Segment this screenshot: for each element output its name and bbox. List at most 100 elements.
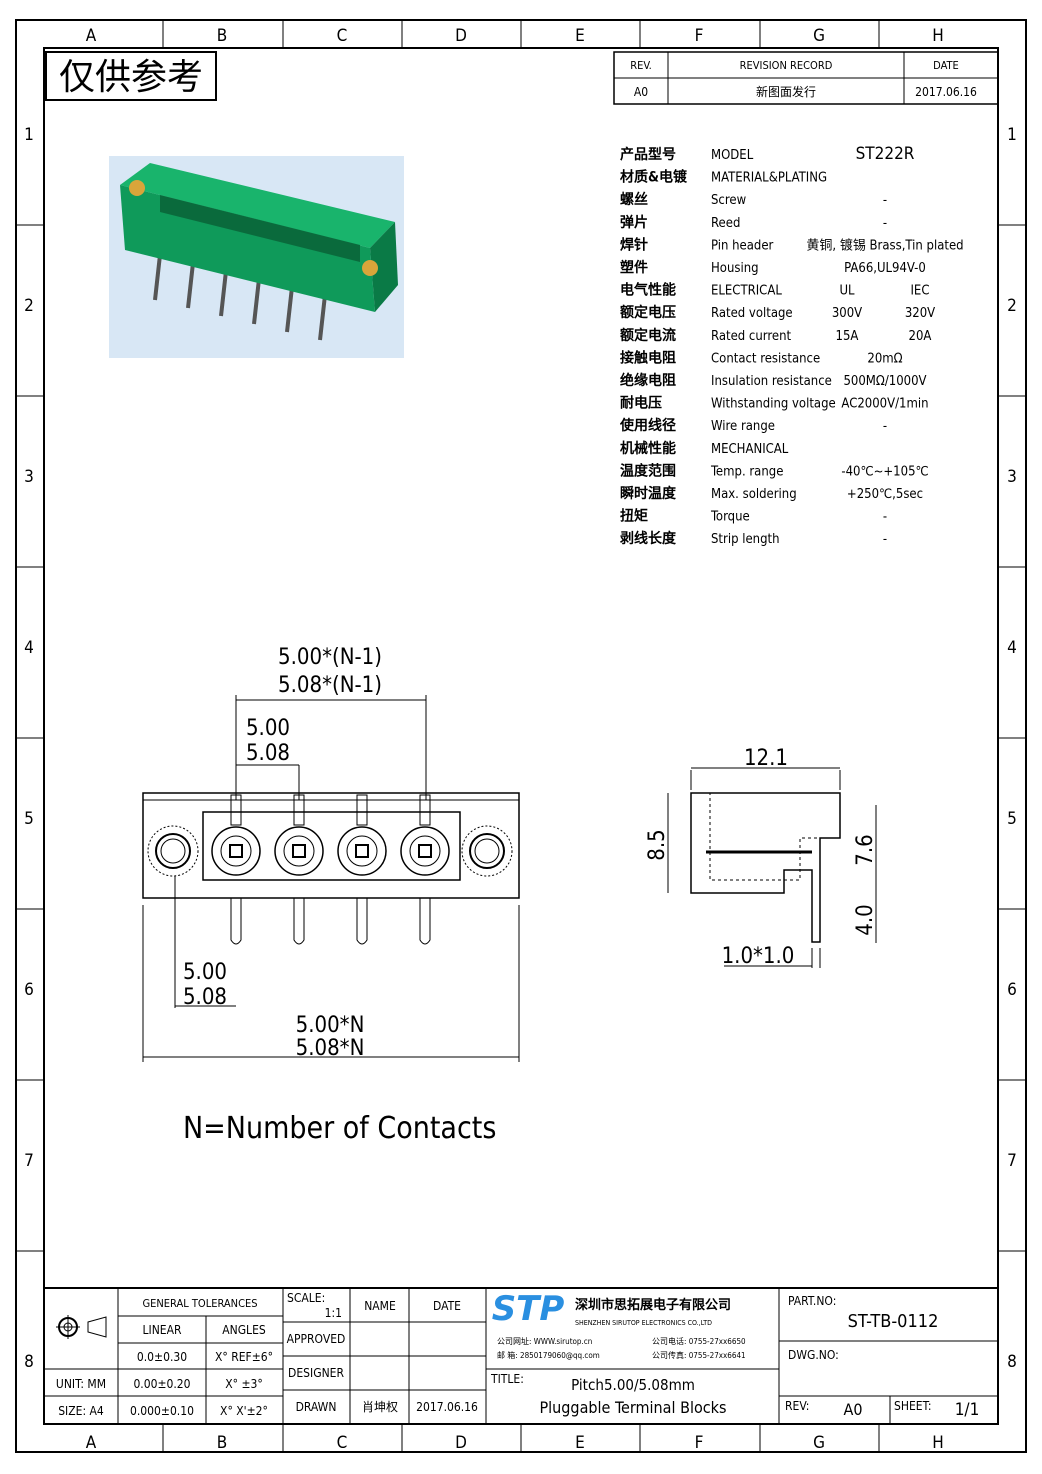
row-marker: 5 xyxy=(1007,809,1017,829)
dim-height: 8.5 xyxy=(645,829,670,860)
spec-value: - xyxy=(883,419,887,434)
spec-label-cn: 塑件 xyxy=(620,259,648,276)
row-marker: 6 xyxy=(24,980,34,1000)
column-marker: F xyxy=(695,1433,704,1453)
spec-value: 15A xyxy=(836,329,859,344)
column-marker: A xyxy=(86,26,97,46)
spec-value: - xyxy=(883,216,887,231)
pin-photo xyxy=(318,294,327,341)
spec-label-cn: 温度范围 xyxy=(620,462,676,479)
spec-label-cn: 额定电流 xyxy=(620,327,676,344)
row-marker: 2 xyxy=(24,296,34,316)
spec-label-cn: 耐电压 xyxy=(620,395,662,412)
spec-label-cn: 剥线长度 xyxy=(620,530,677,547)
dim-offset-508: 5.08 xyxy=(183,985,227,1010)
drawn-label: DRAWN xyxy=(296,1400,337,1414)
spec-label-cn: 机械性能 xyxy=(620,440,676,457)
pin-photo xyxy=(219,270,228,317)
dim-depth: 12.1 xyxy=(744,746,788,771)
date-header: DATE xyxy=(933,59,959,72)
spec-label-cn: 弹片 xyxy=(620,214,648,231)
spec-label-cn: 焊针 xyxy=(620,236,648,253)
row-marker: 8 xyxy=(1007,1352,1017,1372)
sheet-label: SHEET: xyxy=(894,1399,932,1413)
company-name-cn: 深圳市思拓展电子有限公司 xyxy=(575,1297,731,1313)
spec-value: ST222R xyxy=(856,144,915,164)
contact-pin xyxy=(230,898,242,945)
row-marker: 7 xyxy=(24,1151,34,1171)
spec-value-iec: IEC xyxy=(910,284,929,299)
pin-photo xyxy=(285,286,294,333)
drawn-date: 2017.06.16 xyxy=(416,1400,478,1414)
column-marker: C xyxy=(337,26,348,46)
column-marker: B xyxy=(217,1433,228,1453)
spec-value: - xyxy=(883,193,887,208)
column-marker: H xyxy=(932,26,944,46)
row-marker: 4 xyxy=(24,638,34,658)
drawn-name: 肖坤权 xyxy=(362,1399,398,1414)
title-line-2: Pluggable Terminal Blocks xyxy=(539,1398,726,1417)
title-line-1: Pitch5.00/5.08mm xyxy=(571,1376,695,1394)
spec-label-cn: 产品型号 xyxy=(620,146,676,163)
spec-value: PA66,UL94V-0 xyxy=(844,261,926,276)
spec-label-en: Screw xyxy=(711,193,747,208)
column-marker: A xyxy=(86,1433,97,1453)
rev-label: REV: xyxy=(785,1399,809,1413)
record-header: REVISION RECORD xyxy=(740,59,833,72)
spec-value: - xyxy=(883,510,887,525)
sheet-value: 1/1 xyxy=(955,1400,980,1420)
contacts-note: N=Number of Contacts xyxy=(183,1111,496,1146)
linear-tol-3: 0.000±0.10 xyxy=(130,1404,194,1418)
pin-photo xyxy=(252,278,261,325)
contact-screw xyxy=(211,826,261,876)
spec-label-en: Rated voltage xyxy=(711,306,793,321)
contact-pin xyxy=(356,898,368,945)
row-marker: 4 xyxy=(1007,638,1017,658)
spec-label-en: Rated current xyxy=(711,329,791,344)
rev-header: REV. xyxy=(630,59,652,72)
column-marker: H xyxy=(932,1433,944,1453)
contact-pin xyxy=(293,898,305,945)
part-no-label: PART.NO: xyxy=(788,1294,836,1308)
dim-pin-section: 1.0*1.0 xyxy=(722,944,795,969)
spec-label-en: ELECTRICAL xyxy=(711,284,782,299)
spec-label-en: Max. soldering xyxy=(711,487,797,502)
row-marker: 1 xyxy=(1007,125,1017,145)
spec-value: AC2000V/1min xyxy=(841,397,928,412)
linear-label: LINEAR xyxy=(143,1323,182,1337)
dim-offset-500: 5.00 xyxy=(183,960,227,985)
row-marker: 2 xyxy=(1007,296,1017,316)
column-marker: F xyxy=(695,26,704,46)
company-fax: 公司传真: 0755-27xx6641 xyxy=(652,1350,746,1360)
row-marker: 5 xyxy=(24,809,34,829)
part-no-value: ST-TB-0112 xyxy=(848,1311,939,1332)
column-marker: E xyxy=(575,26,585,46)
spec-label-en: Wire range xyxy=(711,419,775,434)
pin-photo xyxy=(186,262,195,309)
contact-screw xyxy=(337,826,387,876)
spec-label-en: Reed xyxy=(711,216,740,231)
angle-tol-3: X° X'±2° xyxy=(220,1404,268,1418)
spec-label-cn: 接触电阻 xyxy=(620,349,676,366)
column-marker: G xyxy=(813,1433,825,1453)
spec-label-en: Contact resistance xyxy=(711,351,820,366)
column-marker: B xyxy=(217,26,228,46)
dim-inner-height: 7.6 xyxy=(853,834,878,865)
date-header: DATE xyxy=(433,1299,461,1313)
date-value: 2017.06.16 xyxy=(915,85,977,99)
front-view: 5.00*(N-1) 5.08*(N-1) 5.00 5.08 5.00 5.0… xyxy=(142,645,520,1062)
row-marker: 1 xyxy=(24,125,34,145)
row-marker: 7 xyxy=(1007,1151,1017,1171)
column-marker: C xyxy=(337,1433,348,1453)
linear-tol-1: 0.0±0.30 xyxy=(137,1350,187,1364)
spec-value: 20mΩ xyxy=(867,351,902,366)
dim-pitch-total-508: 5.08*(N-1) xyxy=(278,673,382,698)
spec-label-cn: 绝缘电阻 xyxy=(620,372,676,389)
spec-label-en: Temp. range xyxy=(710,464,783,479)
paper-size: SIZE: A4 xyxy=(58,1404,104,1418)
spec-label-en: MODEL xyxy=(711,148,754,163)
side-view: 12.1 8.5 7.6 4.0 1.0*1.0 xyxy=(645,746,878,969)
